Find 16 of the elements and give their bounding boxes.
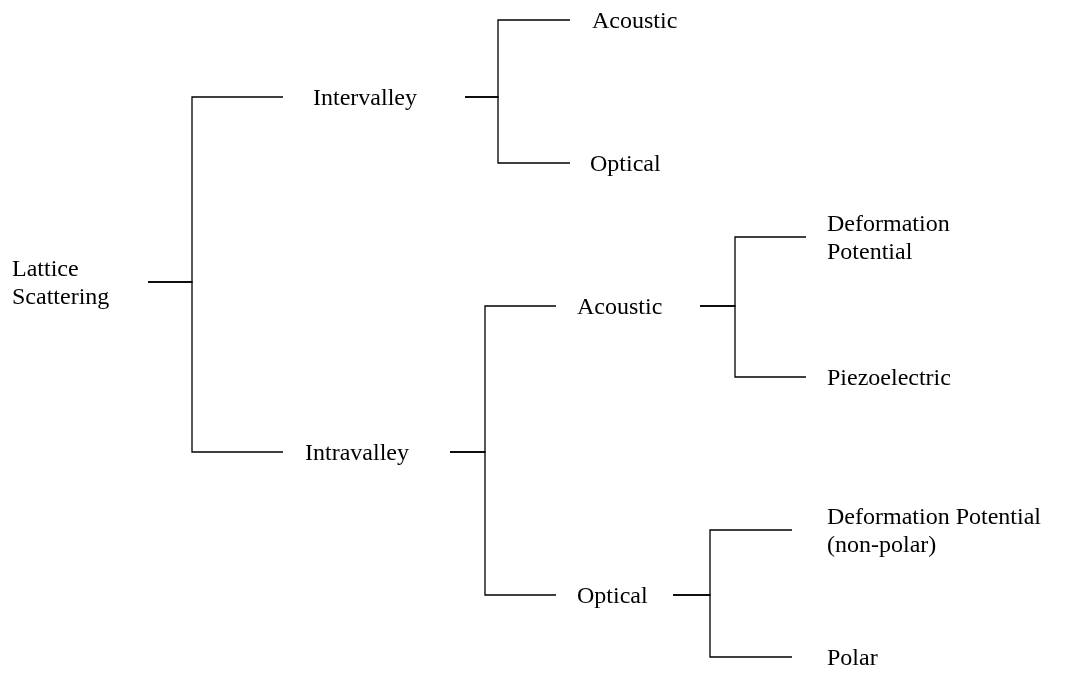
node-label: Optical bbox=[590, 149, 661, 177]
node-label: Intervalley bbox=[313, 83, 417, 111]
node-label: Acoustic bbox=[592, 6, 678, 34]
tree-connector bbox=[672, 594, 793, 658]
node-label: Piezoelectric bbox=[827, 363, 951, 391]
tree-connector bbox=[464, 96, 571, 164]
node-label: Polar bbox=[827, 643, 878, 671]
node-label: Deformation Potential bbox=[827, 209, 951, 265]
node-label: Deformation Potential (non-polar) bbox=[827, 502, 1042, 558]
node-label: Intravalley bbox=[305, 438, 409, 466]
tree-connector bbox=[699, 305, 807, 378]
tree-connector bbox=[147, 281, 284, 453]
node-label: Lattice Scattering bbox=[12, 254, 111, 310]
tree-connector bbox=[449, 451, 557, 596]
node-label: Acoustic bbox=[577, 292, 663, 320]
node-label: Optical bbox=[577, 581, 648, 609]
